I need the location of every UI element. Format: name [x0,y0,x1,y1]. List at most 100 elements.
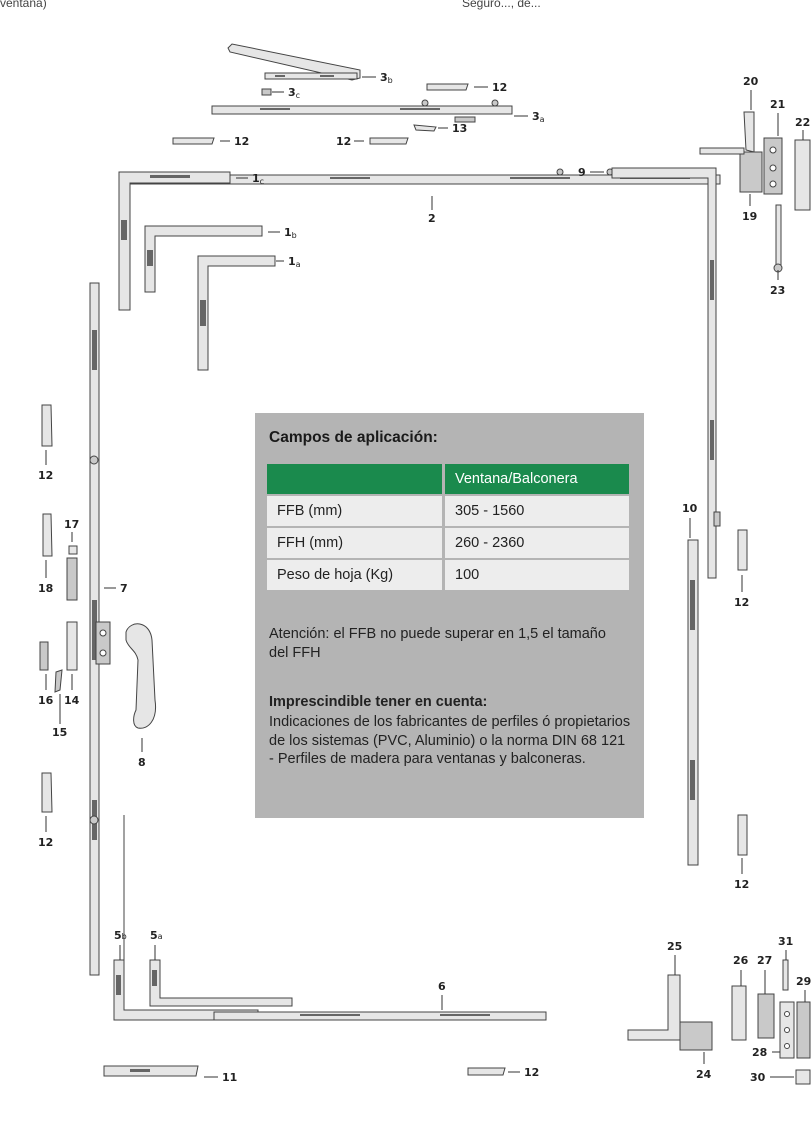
part-25-corner-hinge [627,974,681,1041]
part-12-keeper-top-mid [369,137,409,145]
callout-29: 29 [796,975,811,988]
part-22-hinge-cap [794,139,811,211]
callout-28: 28 [752,1046,767,1059]
callout-1a: 1a [288,255,301,269]
callout-20: 20 [743,75,759,88]
callout-18: 18 [38,582,53,595]
part-12-keeper-left-1 [41,404,53,447]
part-3c-clip [261,88,272,96]
callout-7: 7 [120,582,128,595]
part-8-handle [125,623,157,729]
callout-11: 11 [222,1071,237,1084]
part-12-keeper-top-right [426,83,469,91]
header-fragment-left: ventana) [0,0,47,10]
callout-13: 13 [452,122,467,135]
callout-5a: 5a [150,929,163,942]
part-14-keeper [66,621,78,671]
callout-12-top-mid: 12 [336,135,351,148]
part-1b-corner-drive [144,225,263,293]
callout-27: 27 [757,954,772,967]
part-handle-gearbox [95,621,111,665]
row-value: 305 - 1560 [445,496,629,526]
part-12-keeper-top-left [172,137,215,145]
part-3b-stay-arm [227,43,361,81]
callout-12-left-2: 12 [38,836,53,849]
part-10-espagnolette-right [687,539,699,866]
callout-12-bottom: 12 [524,1066,539,1079]
callout-8: 8 [138,756,146,769]
part-18-keeper [42,513,53,557]
header-fragment-right: Seguro..., de... [462,0,541,10]
part-12-keeper-bottom [467,1067,506,1076]
part-24-hinge-bracket [679,1021,713,1051]
row-value: 260 - 2360 [445,528,629,558]
part-6-espagnolette-bottom [213,1011,547,1021]
part-16-small-keeper [39,641,49,671]
part-17-keeper [66,545,78,601]
part-5a-corner-drive [149,959,293,1007]
callout-24: 24 [696,1068,712,1081]
important-text: Indicaciones de los fabricantes de perfi… [269,714,631,767]
part-11-bottom-keeper [103,1065,199,1077]
part-28-hinge-plate [779,1001,795,1059]
application-table: Ventana/Balconera FFB (mm) 305 - 1560 FF… [267,462,629,592]
callout-12-left-1: 12 [38,469,53,482]
part-1a-corner-drive [197,255,276,371]
part-29-hinge-plate [796,1001,811,1059]
callout-22: 22 [795,116,810,129]
callout-16: 16 [38,694,54,707]
part-1c-corner-drive [118,171,231,311]
callout-6: 6 [438,980,446,993]
callout-12-right-1: 12 [734,596,749,609]
callout-3a: 3a [532,110,545,124]
part-7-long-espagnolette [89,282,100,976]
part-26-hinge-cover [731,985,747,1041]
callout-12-right-2: 12 [734,878,749,891]
callout-9: 9 [578,166,586,179]
part-30-base [795,1069,811,1085]
callout-3c: 3c [288,86,300,100]
table-row: FFB (mm) 305 - 1560 [267,496,629,526]
callout-19: 19 [742,210,757,223]
callout-12-top-left: 12 [234,135,249,148]
callout-23: 23 [770,284,785,297]
callout-12-top-right: 12 [492,81,507,94]
part-23-hinge-pin [773,204,783,273]
important-title: Imprescindible tener en cuenta: [269,694,488,710]
callout-1b: 1b [284,226,297,240]
callout-31: 31 [778,935,793,948]
part-12-keeper-left-2 [41,772,53,813]
part-15-wedge [54,669,63,693]
part-3a-rail [211,99,513,123]
table-header-empty [267,464,445,494]
table-row: Peso de hoja (Kg) 100 [267,560,629,590]
part-5b-corner-drive [113,815,259,1021]
row-label: FFH (mm) [267,528,445,558]
part-19-hinge [699,147,763,193]
part-9-corner-drive-right [611,167,721,579]
callout-26: 26 [733,954,749,967]
callout-1c: 1c [252,172,264,186]
callout-30: 30 [750,1071,766,1084]
row-value: 100 [445,560,629,590]
application-info-panel: Campos de aplicación: Ventana/Balconera … [255,413,644,818]
callout-5b: 5b [114,929,127,942]
callout-2: 2 [428,212,436,225]
part-31-pin [782,959,789,991]
part-12-keeper-right-2 [737,814,748,856]
callout-14: 14 [64,694,80,707]
part-20-hinge-cover [743,111,755,153]
callout-leaders [45,76,806,1078]
callout-3b: 3b [380,71,393,85]
callout-10: 10 [682,502,698,515]
callout-25: 25 [667,940,682,953]
part-12-keeper-right-1 [737,529,748,571]
panel-title: Campos de aplicación: [269,429,438,446]
row-label: FFB (mm) [267,496,445,526]
part-13-small-plate [413,124,437,132]
attention-note: Atención: el FFB no puede superar en 1,5… [269,626,606,661]
callout-15: 15 [52,726,67,739]
table-row: FFH (mm) 260 - 2360 [267,528,629,558]
callout-21: 21 [770,98,785,111]
